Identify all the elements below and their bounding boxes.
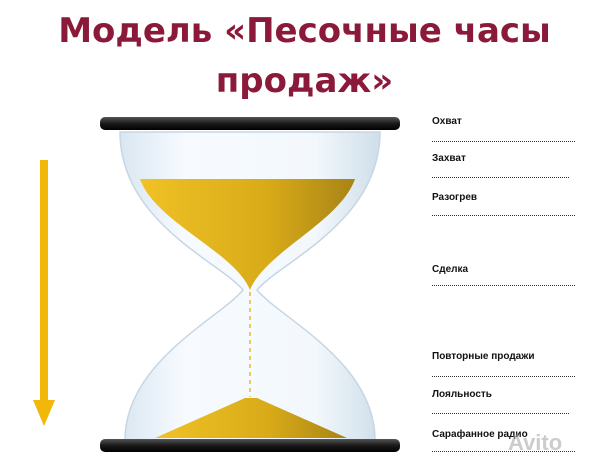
stage-label-repeat-sales: Повторные продажи [432, 351, 535, 362]
hourglass-illustration [100, 117, 400, 452]
stage-dotted-line [432, 215, 575, 216]
stage-label-capture: Захват [432, 153, 466, 164]
stage-label-deal: Сделка [432, 264, 469, 275]
stage-dotted-line [432, 285, 575, 286]
stage-label-word-of-mouth: Сарафанное радио [432, 429, 528, 440]
stage-dotted-line [432, 451, 575, 452]
stage-label-warmup: Разогрев [432, 192, 478, 203]
stage-dotted-line [432, 177, 569, 178]
stage-dotted-line [432, 413, 569, 414]
avito-watermark: Avito [508, 430, 563, 455]
bottom-sand [155, 398, 347, 438]
top-cap [100, 117, 400, 130]
bottom-cap [100, 439, 400, 452]
diagram-title: Модель «Песочные часы продаж» [0, 6, 609, 106]
stage-label-loyalty: Лояльность [432, 389, 492, 400]
stage-dotted-line [432, 376, 575, 377]
down-arrow-icon [33, 160, 55, 426]
top-sand [140, 179, 355, 290]
stage-label-reach: Охват [432, 116, 462, 127]
title-line-2: продаж» [215, 61, 394, 101]
title-line-1: Модель «Песочные часы [58, 11, 551, 51]
stage-dotted-line [432, 141, 575, 142]
